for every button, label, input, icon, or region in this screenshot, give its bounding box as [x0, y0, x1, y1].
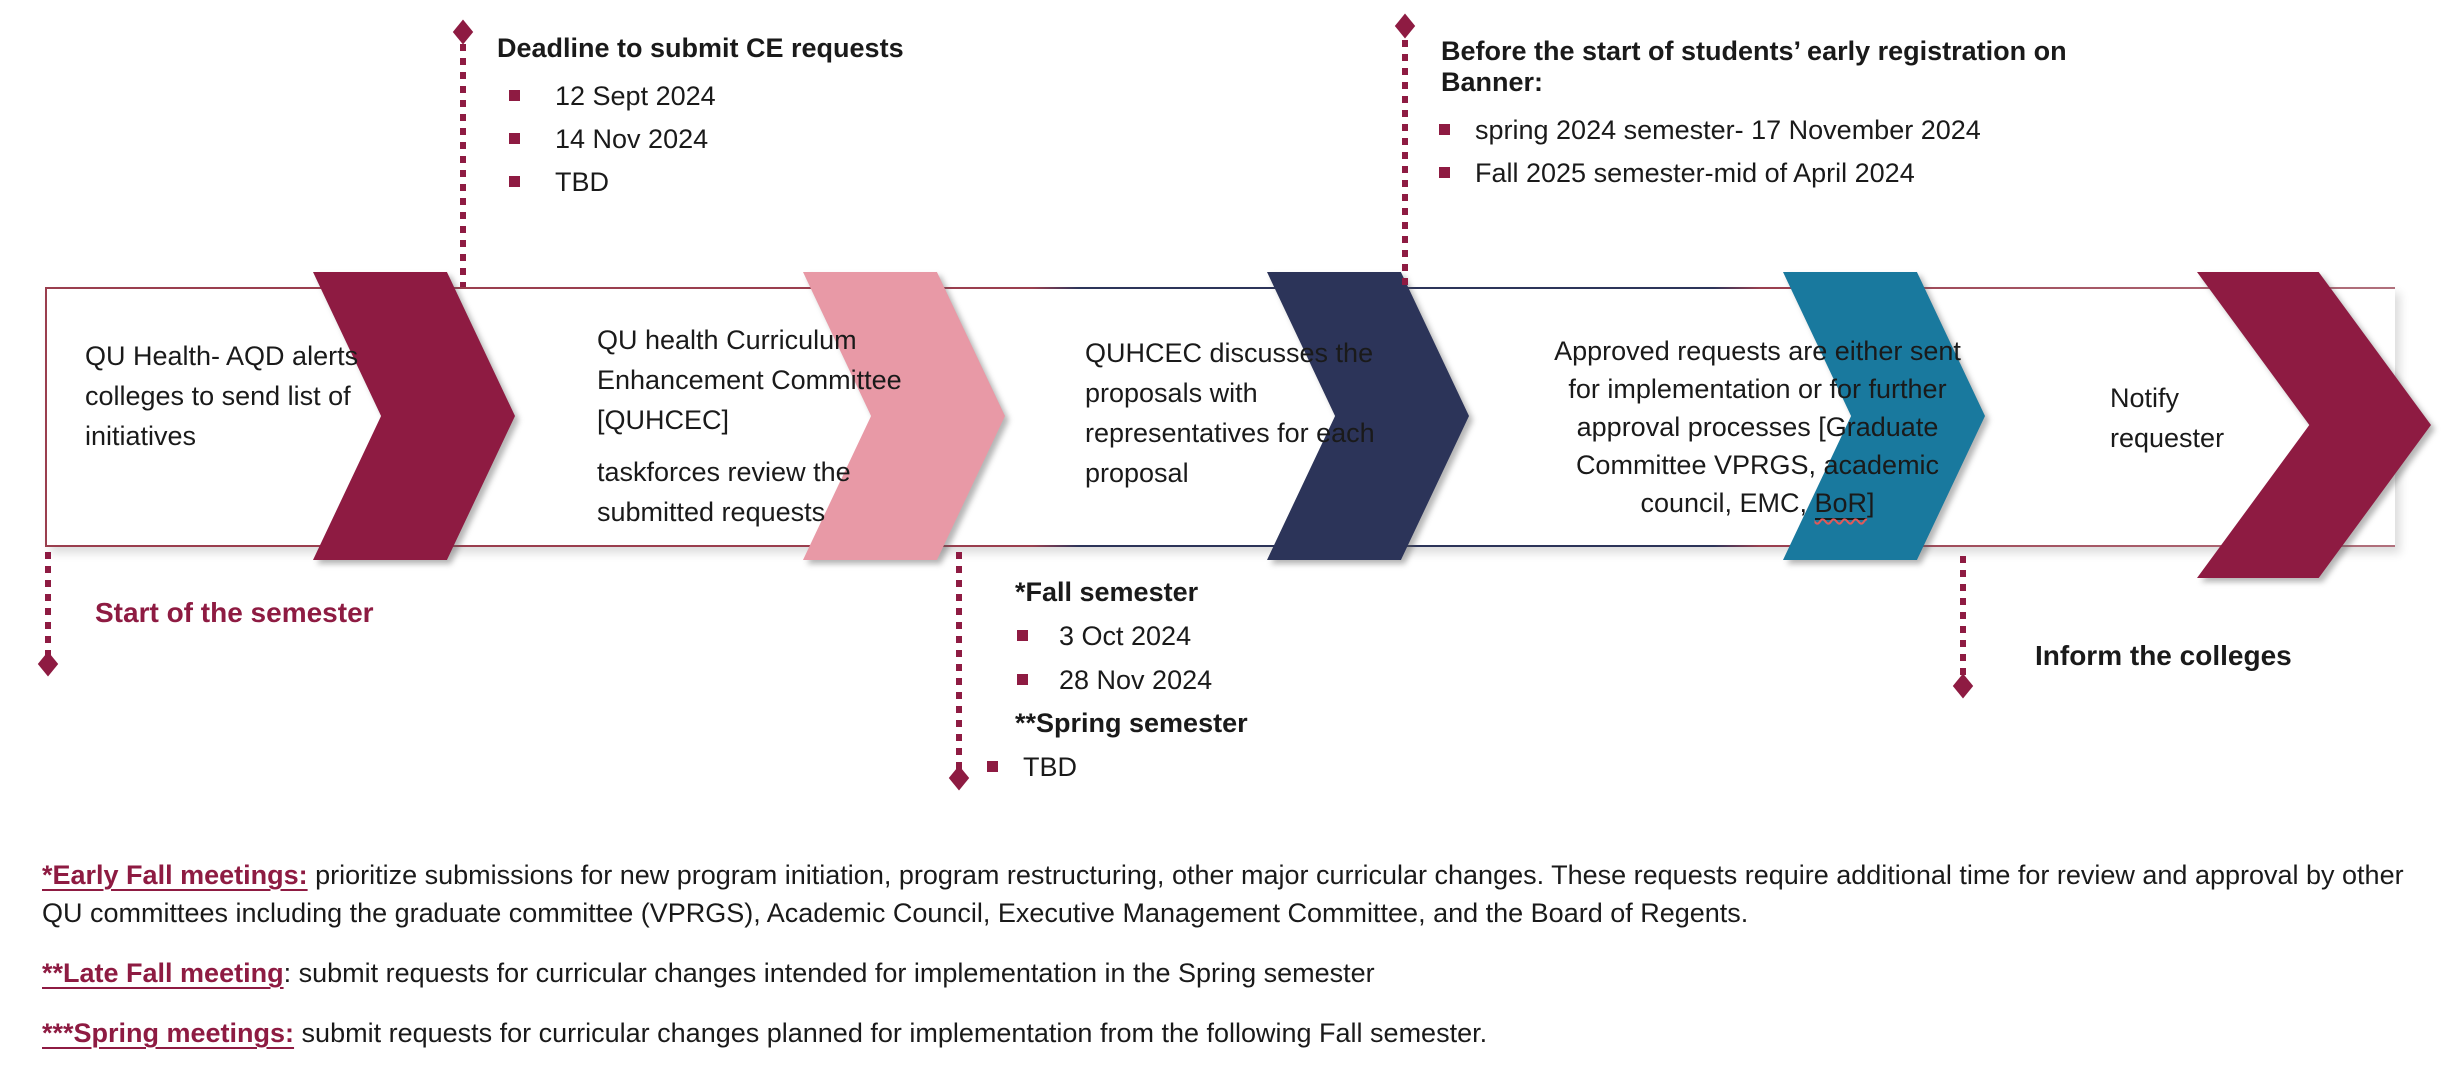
step-1-text: QU Health- AQD alerts colleges to send l… [85, 336, 430, 456]
chevron-arrow-4 [1783, 272, 1985, 560]
callout-ce-deadlines: Deadline to submit CE requests 12 Sept 2… [497, 33, 1017, 209]
dotted-connector-top-right [1402, 40, 1408, 287]
callout-ce-deadlines-list: 12 Sept 2024 14 Nov 2024 TBD [497, 80, 1017, 198]
step-4-underlined-word: BoR [1814, 488, 1868, 518]
callout-meeting-dates: *Fall semester 3 Oct 2024 28 Nov 2024 **… [987, 577, 1435, 795]
label-inform-the-colleges: Inform the colleges [2035, 640, 2292, 671]
diamond-marker-bottom-middle [948, 765, 970, 791]
list-item: TBD [497, 166, 1017, 198]
list-item: spring 2024 semester- 17 November 2024 [1439, 114, 2161, 146]
band-left-border [45, 287, 47, 547]
footnote-spring: ***Spring meetings: submit requests for … [42, 1014, 2422, 1052]
dotted-connector-bottom-left [45, 552, 51, 658]
footnote-early-fall: *Early Fall meetings: prioritize submiss… [42, 856, 2422, 932]
step-4-text-post: ] [1867, 488, 1875, 518]
diamond-marker-bottom-left [37, 651, 59, 677]
callout-registration-deadlines: Before the start of students’ early regi… [1439, 36, 2161, 200]
list-item: Fall 2025 semester-mid of April 2024 [1439, 157, 2161, 189]
band-bottom-border [45, 545, 2395, 547]
callout-ce-deadlines-title: Deadline to submit CE requests [497, 33, 904, 63]
band-top-border [45, 287, 2395, 289]
step-2-text: QU health Curriculum Enhancement Committ… [597, 320, 957, 532]
step-5-paragraph: Notify requester [2110, 383, 2225, 453]
diamond-marker-bottom-right [1952, 673, 1974, 699]
footnote-late-fall: **Late Fall meeting: submit requests for… [42, 954, 2422, 992]
chevron-arrow-3 [1267, 272, 1469, 560]
callout-registration-list: spring 2024 semester- 17 November 2024 F… [1439, 114, 2161, 189]
list-item: TBD [987, 751, 1435, 783]
step-3-text: QUHCEC discusses the proposals with repr… [1085, 333, 1375, 493]
fall-semester-title: *Fall semester [1015, 577, 1199, 607]
dotted-connector-bottom-right [1960, 556, 1966, 678]
step-1-paragraph: QU Health- AQD alerts colleges to send l… [85, 341, 359, 451]
footnote-early-fall-text: prioritize submissions for new program i… [42, 860, 2404, 928]
diamond-marker-top-left [452, 19, 474, 45]
footnotes: *Early Fall meetings: prioritize submiss… [42, 856, 2422, 1074]
diamond-marker-top-right [1394, 13, 1416, 39]
fall-semester-list: 3 Oct 2024 28 Nov 2024 [1015, 620, 1435, 696]
step-4-paragraph: Approved requests are either sent for im… [1545, 332, 1970, 522]
list-item: 3 Oct 2024 [1015, 620, 1435, 652]
spring-semester-list: TBD [987, 751, 1435, 783]
step-2-paragraph-1: QU health Curriculum Enhancement Committ… [597, 325, 902, 435]
callout-registration-title: Before the start of students’ early regi… [1441, 36, 2067, 97]
step-3-paragraph: QUHCEC discusses the proposals with repr… [1085, 338, 1375, 488]
step-2-paragraph-2: taskforces review the submitted requests [597, 457, 851, 527]
chevron-arrow-1 [313, 272, 515, 560]
footnote-late-fall-text: : submit requests for curricular changes… [283, 958, 1375, 988]
footnote-late-fall-lead: **Late Fall meeting [42, 958, 284, 988]
dotted-connector-top-left [460, 44, 466, 287]
label-start-of-semester: Start of the semester [95, 597, 374, 628]
footnote-early-fall-lead: *Early Fall meetings: [42, 860, 308, 890]
step-5-text: Notify requester [2110, 378, 2270, 458]
list-item: 12 Sept 2024 [497, 80, 1017, 112]
dotted-connector-bottom-middle [956, 552, 962, 770]
step-4-underlined-wrap: BoR [1814, 488, 1868, 520]
footnote-spring-text: submit requests for curricular changes p… [294, 1018, 1488, 1048]
list-item: 28 Nov 2024 [1015, 664, 1435, 696]
chevron-arrow-2 [803, 272, 1005, 560]
spring-semester-title: **Spring semester [1015, 708, 1248, 738]
footnote-spring-lead: ***Spring meetings: [42, 1018, 295, 1048]
step-4-text-pre: Approved requests are either sent for im… [1554, 336, 1961, 518]
list-item: 14 Nov 2024 [497, 123, 1017, 155]
chevron-arrow-5 [2197, 272, 2431, 578]
step-4-text: Approved requests are either sent for im… [1545, 332, 1970, 522]
